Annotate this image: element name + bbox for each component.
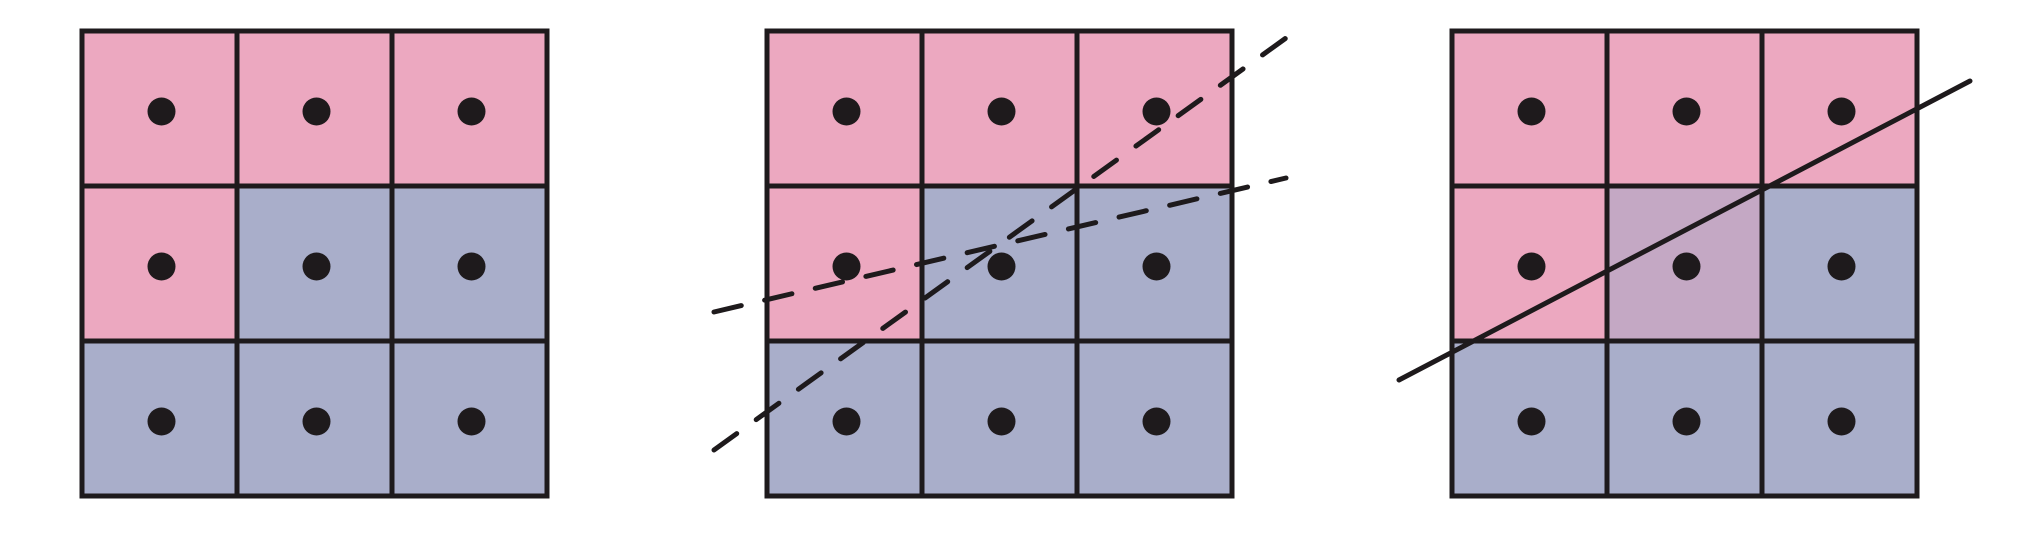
edge-line-dashed: [711, 35, 1289, 453]
sample-point: [987, 407, 1016, 436]
sample-point: [1142, 252, 1171, 281]
sample-point: [302, 97, 331, 126]
sample-point: [1827, 407, 1856, 436]
sample-point: [457, 252, 486, 281]
panels-layer: [79, 28, 1973, 499]
sample-point: [1672, 407, 1701, 436]
sample-point: [1672, 97, 1701, 126]
sample-point: [1827, 97, 1856, 126]
sample-point: [1517, 97, 1546, 126]
panel-1: [79, 28, 550, 499]
sample-point: [457, 407, 486, 436]
edge-line-solid: [1396, 78, 1973, 383]
sample-point: [1827, 252, 1856, 281]
sample-point: [302, 407, 331, 436]
sample-point: [832, 97, 861, 126]
sample-point: [1517, 407, 1546, 436]
sample-point: [987, 252, 1016, 281]
sample-point: [1142, 97, 1171, 126]
panel-2: [711, 28, 1289, 499]
sample-point: [832, 252, 861, 281]
grid-border: [764, 28, 1235, 499]
sample-point: [147, 97, 176, 126]
pixel-cell-outside: [234, 338, 395, 499]
sample-point: [832, 407, 861, 436]
panel-3: [1396, 28, 1973, 499]
sample-point: [457, 97, 486, 126]
sample-point: [1672, 252, 1701, 281]
sample-point: [1517, 252, 1546, 281]
sample-point: [302, 252, 331, 281]
grid-border: [79, 28, 550, 499]
grid-border: [1449, 28, 1920, 499]
sample-point: [987, 97, 1016, 126]
pixel-cell-outside: [1759, 338, 1920, 499]
sample-point: [147, 407, 176, 436]
sample-point: [1142, 407, 1171, 436]
sample-point: [147, 252, 176, 281]
edge-line-dashed: [711, 175, 1289, 315]
